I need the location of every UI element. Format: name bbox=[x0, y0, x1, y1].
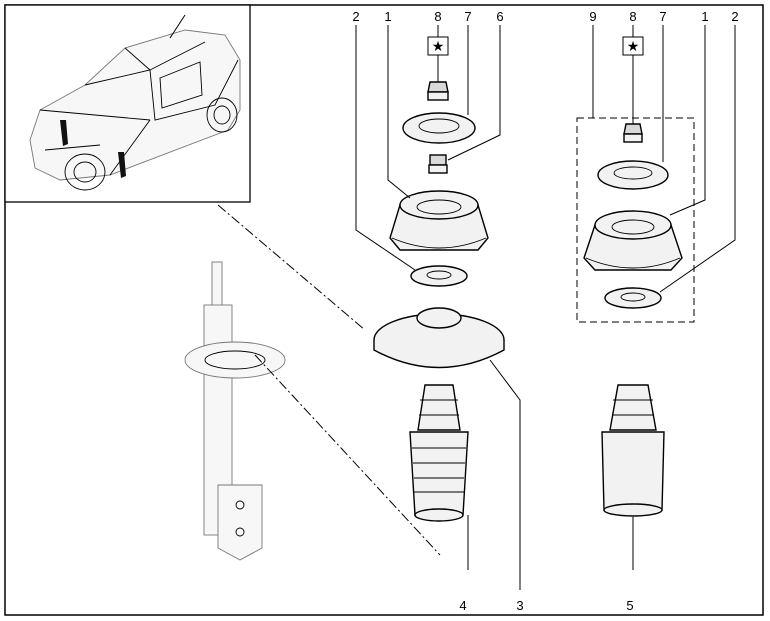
part-nut-top bbox=[427, 81, 449, 101]
vehicle-inset bbox=[4, 4, 251, 203]
center-stack: ★ bbox=[373, 36, 505, 522]
service-kit: ★ bbox=[576, 36, 695, 323]
kit-dashed-frame bbox=[576, 117, 695, 323]
callout-5: 5 bbox=[626, 598, 633, 613]
star-icon: ★ bbox=[627, 39, 640, 55]
kit-part-support bbox=[583, 210, 683, 271]
callout-7-kit: 7 bbox=[659, 9, 666, 24]
star-box-a: ★ bbox=[427, 36, 449, 56]
diagram-frame bbox=[4, 4, 764, 616]
callout-3: 3 bbox=[516, 598, 523, 613]
callout-1-kit: 1 bbox=[701, 9, 708, 24]
kit-part-bearing bbox=[604, 287, 662, 309]
part-strut-support bbox=[389, 190, 489, 251]
part-locknut bbox=[428, 154, 448, 174]
kit-part-washer bbox=[597, 160, 669, 190]
projection-lines bbox=[217, 204, 441, 556]
part-bump-stop-boot bbox=[409, 384, 469, 522]
callout-4: 4 bbox=[459, 598, 466, 613]
callout-labels: 2 1 8 7 6 9 8 7 1 2 4 3 5 bbox=[352, 9, 738, 613]
callout-1-center: 1 bbox=[384, 9, 391, 24]
kit-part-nut bbox=[623, 123, 643, 143]
star-box-b: ★ bbox=[622, 36, 644, 56]
vehicle-crossover-icon bbox=[29, 14, 241, 191]
part-bearing-washer bbox=[402, 112, 476, 144]
leader-lines bbox=[355, 25, 736, 590]
callout-8-kit: 8 bbox=[629, 9, 636, 24]
callout-6: 6 bbox=[496, 9, 503, 24]
callout-7-center: 7 bbox=[464, 9, 471, 24]
callout-8-center: 8 bbox=[434, 9, 441, 24]
shock-absorber-strut-icon bbox=[184, 261, 286, 561]
part-bump-stop-assembly bbox=[601, 384, 665, 517]
part-support-bearing bbox=[410, 265, 468, 287]
callout-2-center: 2 bbox=[352, 9, 359, 24]
callout-2-kit: 2 bbox=[731, 9, 738, 24]
star-icon: ★ bbox=[432, 39, 445, 55]
part-spring-seat bbox=[373, 307, 505, 369]
callout-9: 9 bbox=[589, 9, 596, 24]
